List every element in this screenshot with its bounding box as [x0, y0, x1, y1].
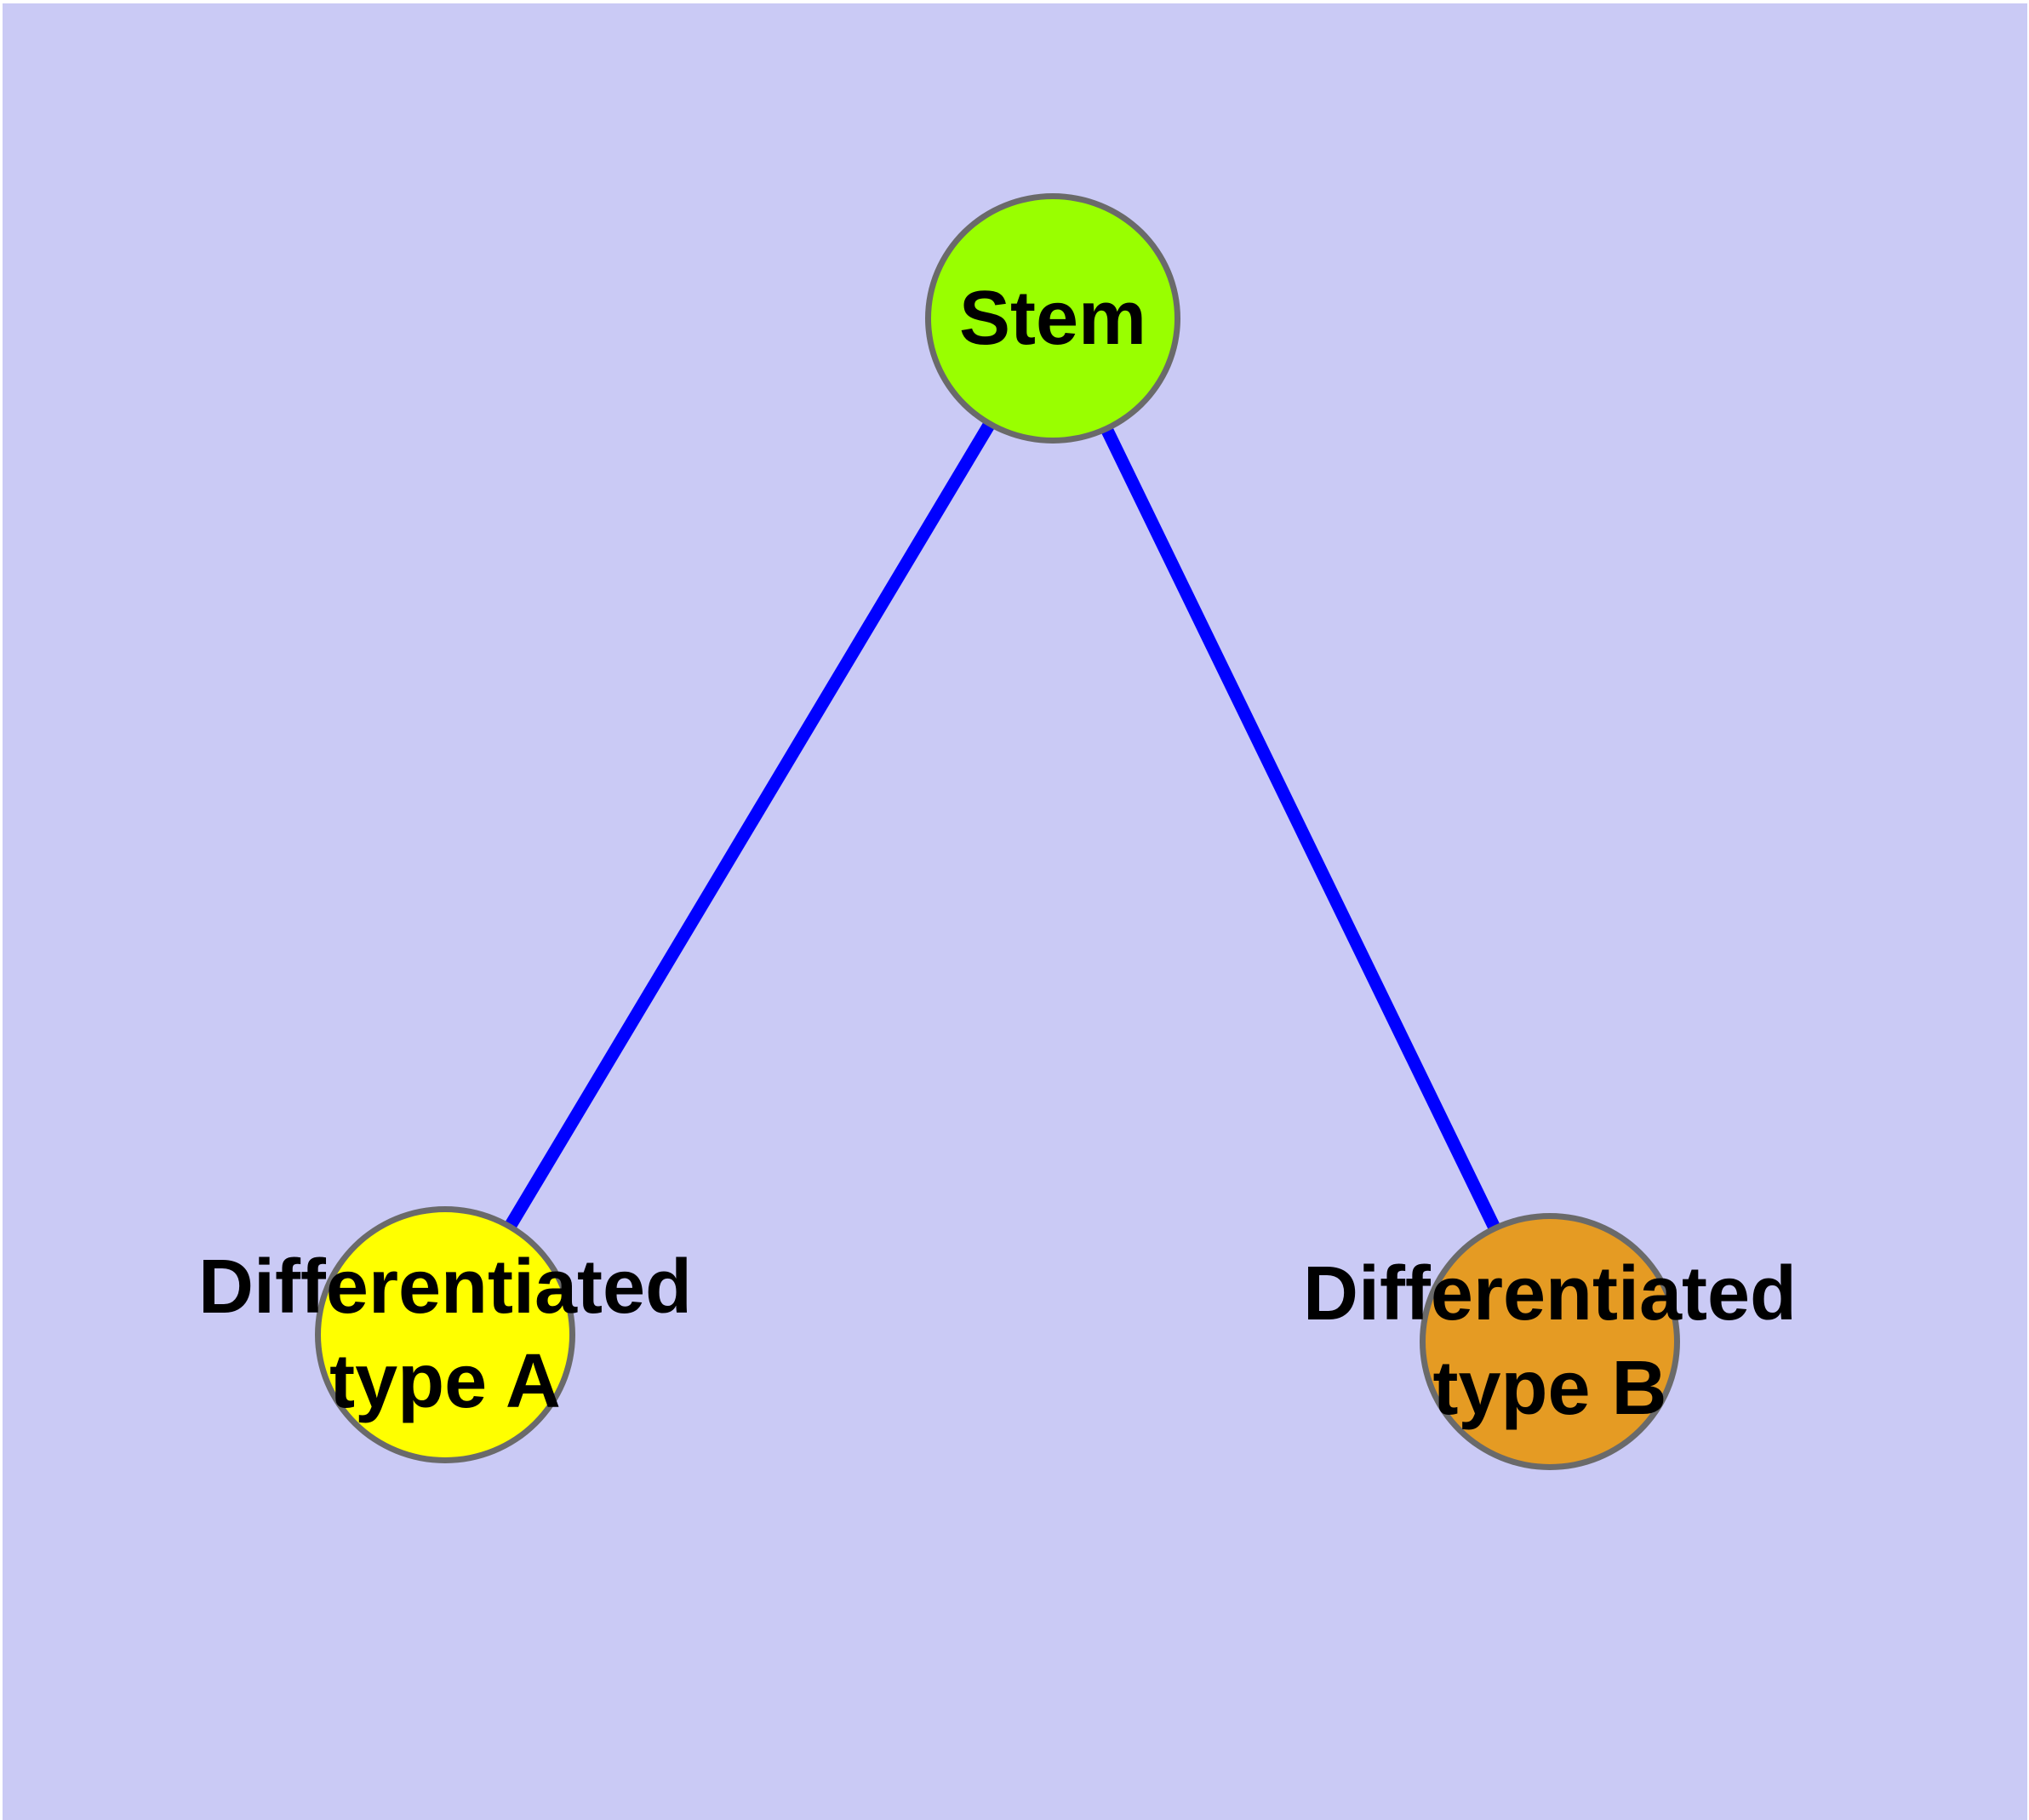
edge-stem-to-typeA [439, 315, 1059, 1338]
edge-stem-to-typeB [1047, 315, 1556, 1345]
node-type-a-circle [315, 1206, 575, 1463]
node-type-b-circle [1420, 1213, 1680, 1470]
edge-layer [439, 315, 1556, 1345]
diagram-canvas: Stem Differentiated type A Differentiate… [3, 3, 2027, 1820]
node-stem-circle [925, 193, 1180, 444]
